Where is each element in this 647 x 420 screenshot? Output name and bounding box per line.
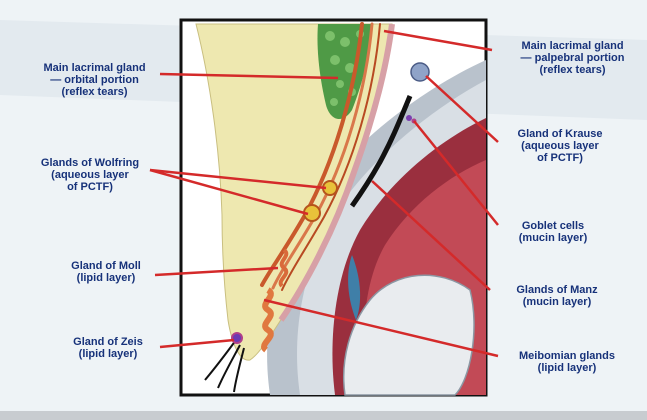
zeis-gland-shape [232,333,242,343]
label-glands-of-wolfring: Glands of Wolfring (aqueous layer of PCT… [30,157,150,193]
label-glands-of-manz: Glands of Manz (mucin layer) [502,284,612,308]
label-main-lacrimal-orbital: Main lacrimal gland — orbital portion (r… [27,62,162,98]
bottom-strip [0,411,647,420]
label-goblet-cells: Goblet cells (mucin layer) [505,220,601,244]
label-gland-of-moll: Gland of Moll (lipid layer) [56,260,156,284]
label-main-lacrimal-palpebral: Main lacrimal gland — palpebral portion … [500,40,645,76]
krause-gland-shape [411,63,429,81]
label-gland-of-krause: Gland of Krause (aqueous layer of PCTF) [505,128,615,164]
label-meibomian-glands: Meibomian glands (lipid layer) [502,350,632,374]
label-gland-of-zeis: Gland of Zeis (lipid layer) [56,336,160,360]
